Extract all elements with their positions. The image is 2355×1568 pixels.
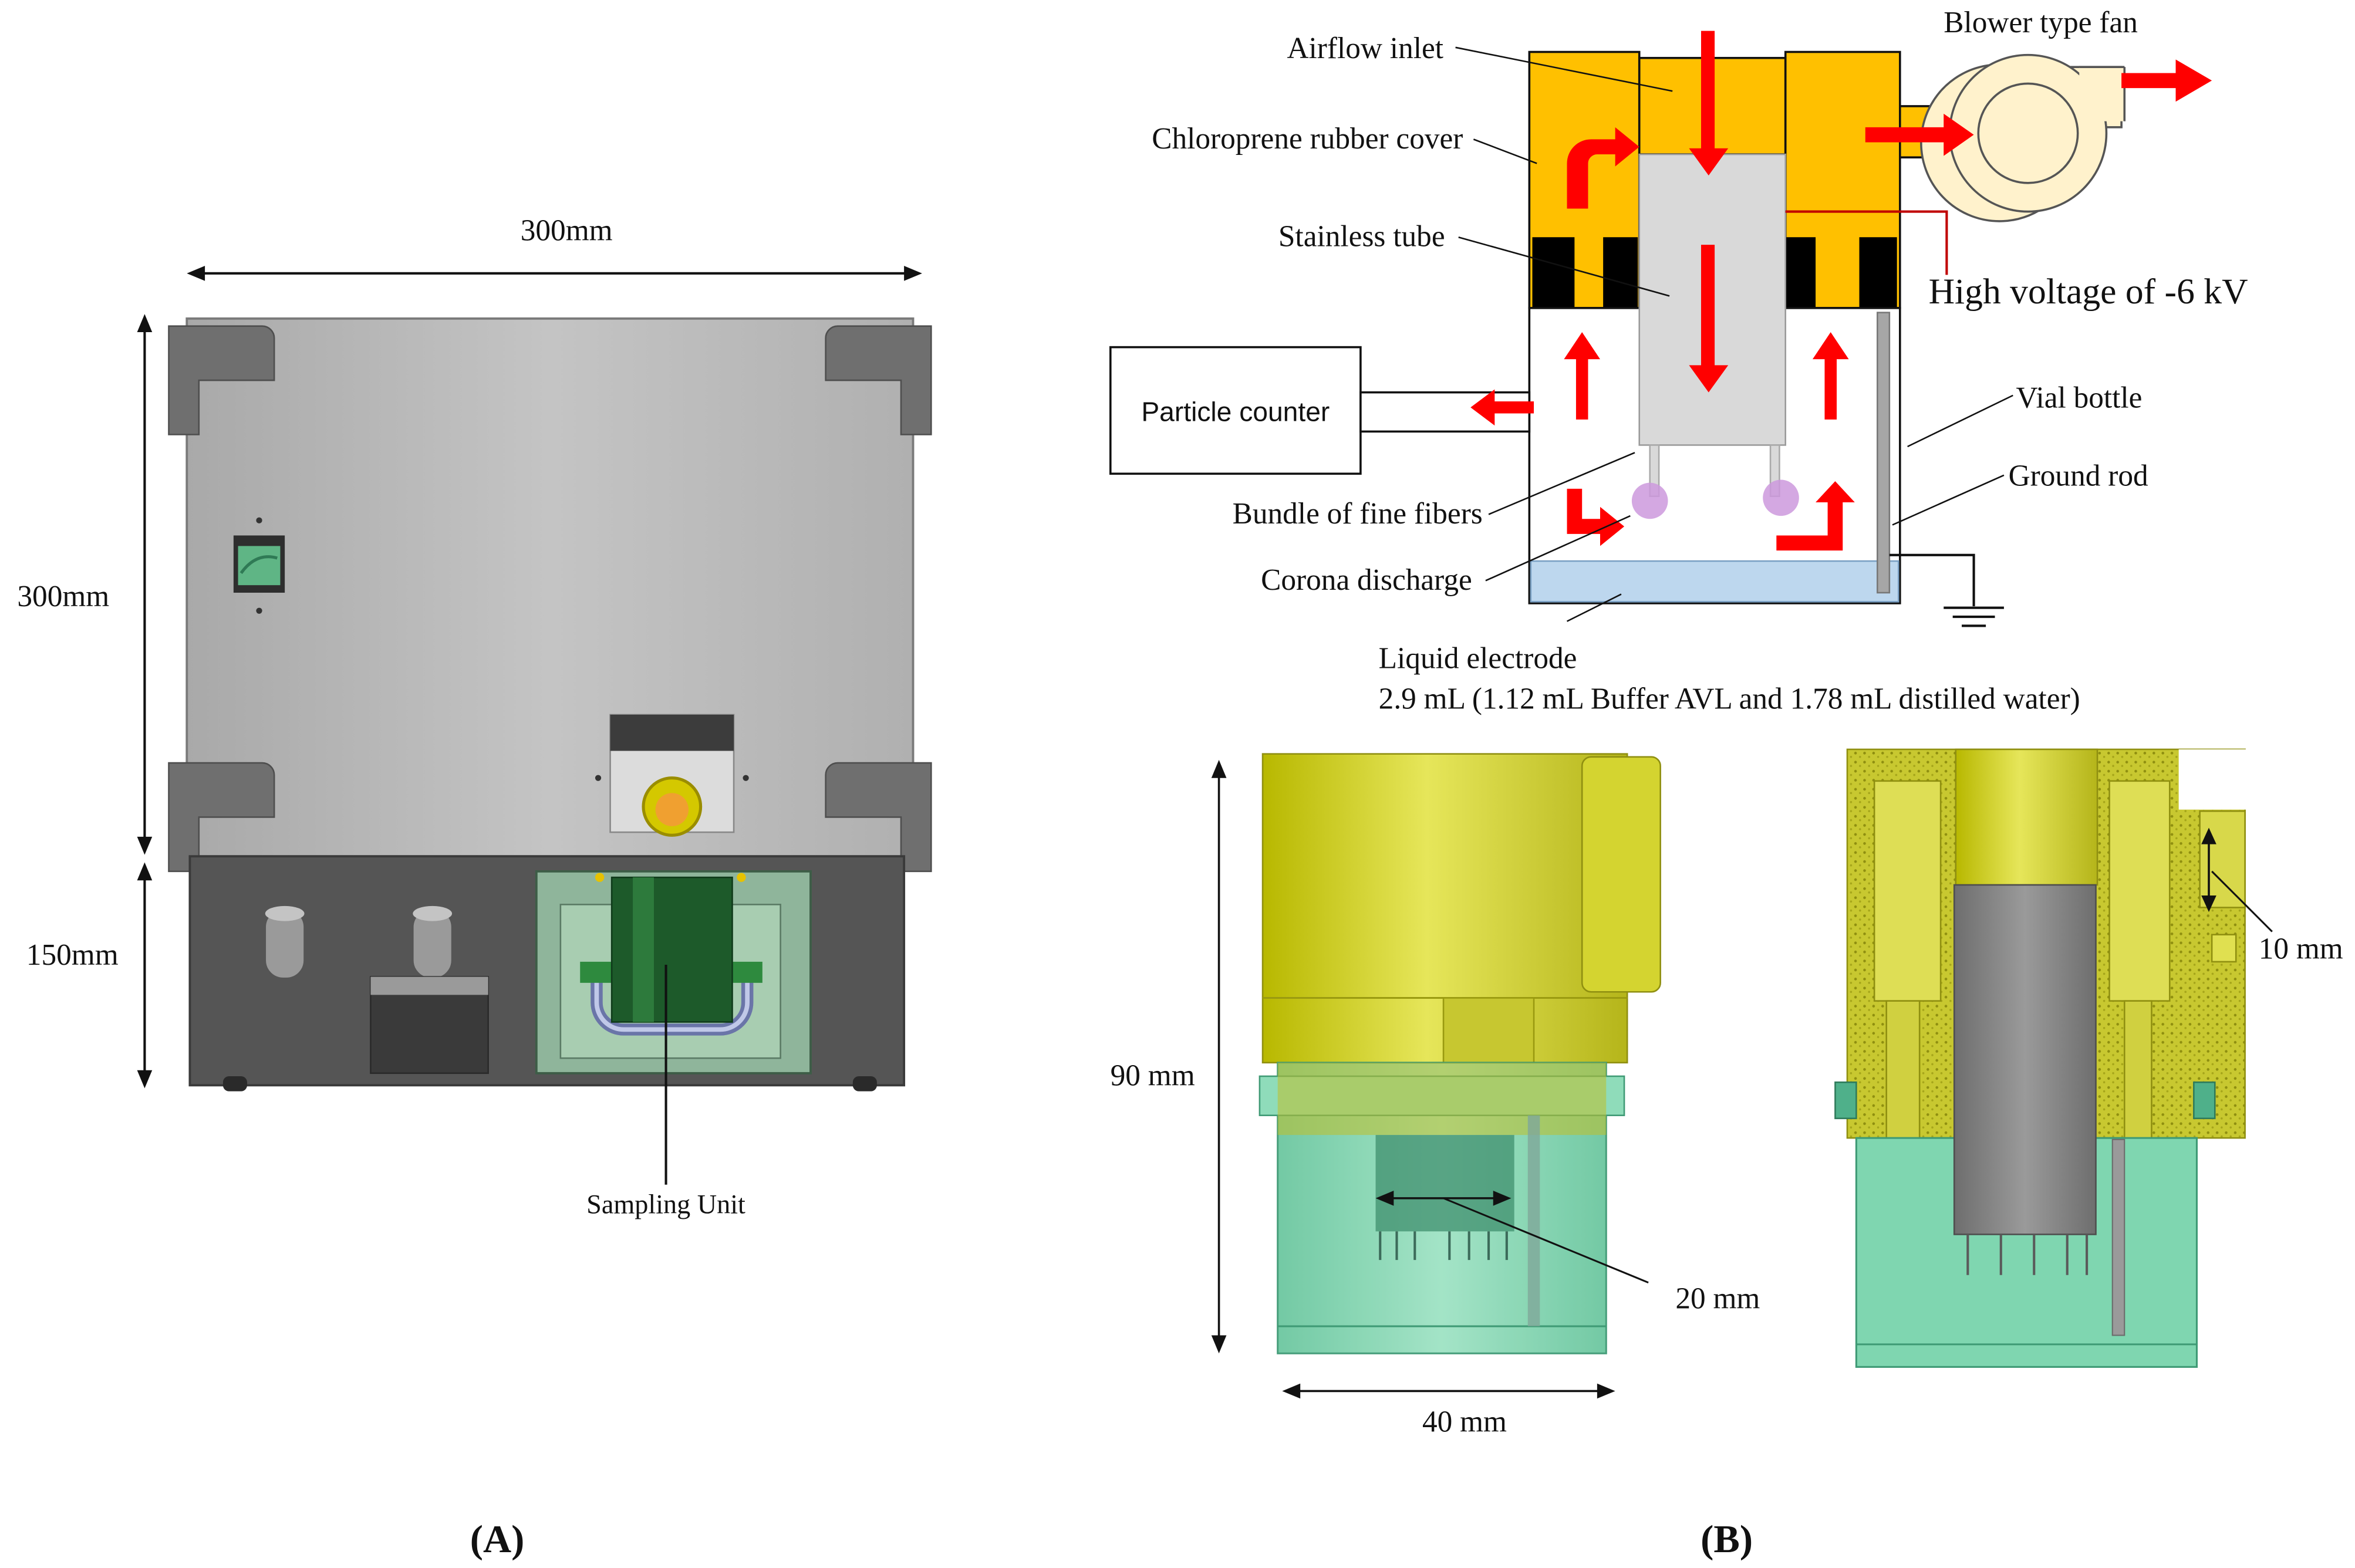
dim-height-bottom-label: 150mm — [26, 938, 119, 972]
label-blower-fan: Blower type fan — [1944, 6, 2138, 39]
dim-height-top-arrow — [137, 314, 153, 855]
dim-height-bottom-arrow — [137, 862, 153, 1089]
exterior-fibers — [1379, 1231, 1508, 1261]
label-liquid-detail: 2.9 mL (1.12 mL Buffer AVL and 1.78 mL d… — [1379, 682, 2080, 716]
arrow-up-right — [1812, 332, 1849, 420]
arrow-tube-down — [1689, 245, 1729, 393]
arrow-bottom-right — [1776, 481, 1855, 551]
inlet-port — [595, 714, 749, 837]
corona-discharge-glow-left — [1631, 482, 1668, 519]
exterior-cap-side-port — [1581, 756, 1661, 993]
dim-10mm-label: 10 mm — [2259, 932, 2343, 966]
dim-40mm-arrow — [1282, 1383, 1615, 1399]
dim-90mm-arrow — [1211, 759, 1227, 1354]
knobs — [264, 905, 453, 979]
dim-width-arrow — [187, 266, 922, 281]
power-switch — [233, 517, 285, 614]
panel-a: 300mm 300mm 150mm — [17, 214, 932, 1561]
dim-20mm-label: 20 mm — [1675, 1282, 1760, 1315]
arrow-inlet-down — [1689, 31, 1729, 175]
label-stainless-tube: Stainless tube — [1278, 220, 1445, 254]
device-lid — [185, 317, 915, 858]
label-bundle-fibers: Bundle of fine fibers — [1233, 497, 1483, 530]
sampling-unit-label: Sampling Unit — [586, 1189, 745, 1219]
flow-arrows — [1470, 31, 2212, 551]
dim-width-label: 300mm — [521, 214, 613, 247]
corner-bumpers — [168, 325, 932, 873]
arrow-up-left — [1564, 332, 1601, 420]
black-electrodes — [1532, 237, 1897, 308]
high-voltage-wire — [1785, 210, 1948, 275]
panel-a-label: (A) — [470, 1518, 525, 1561]
dim-40mm-label: 40 mm — [1422, 1405, 1507, 1439]
label-chloroprene-cover: Chloroprene rubber cover — [1152, 122, 1463, 156]
liquid-electrode — [1530, 560, 1899, 603]
label-high-voltage: High voltage of -6 kV — [1929, 272, 2248, 312]
label-ground-rod: Ground rod — [2009, 459, 2148, 493]
section-fibers — [1966, 1234, 2089, 1275]
corona-discharge-glow-right — [1763, 479, 1799, 516]
arrow-to-counter — [1470, 389, 1534, 426]
exterior-inner-tube — [1375, 1135, 1514, 1232]
particle-counter-box — [1109, 346, 1362, 475]
blower-fan — [1920, 53, 2126, 222]
ground-rod — [1877, 312, 1891, 594]
ground-symbol — [1889, 553, 2004, 627]
arrow-to-fan — [1865, 113, 1974, 156]
dim-90mm-label: 90 mm — [1111, 1059, 1195, 1092]
panel-b-label: (B) — [1701, 1518, 1753, 1561]
label-vial-bottle: Vial bottle — [2016, 381, 2142, 414]
dim-height-top-label: 300mm — [17, 580, 109, 613]
panel-b-model-exterior: 90 mm 20 mm — [1111, 753, 1760, 1439]
section-tube — [1953, 884, 2097, 1235]
panel-b-model-section: 10 mm — [1834, 748, 2343, 1368]
dim-20mm-arrow — [1375, 1191, 1649, 1284]
leader-lines — [1455, 46, 2013, 622]
dim-10mm-arrow — [2201, 827, 2273, 932]
label-liquid-electrode: Liquid electrode — [1379, 641, 1577, 675]
arrow-blower-out — [2121, 59, 2212, 102]
panel-b-schematic: Particle counter — [1109, 6, 2248, 716]
sampling-unit-window — [535, 870, 812, 1074]
label-airflow-inlet: Airflow inlet — [1287, 32, 1443, 65]
label-corona-discharge: Corona discharge — [1261, 563, 1472, 597]
arrow-cover-left — [1567, 127, 1639, 209]
particle-counter-label: Particle counter — [1141, 396, 1330, 427]
arrow-bottom-left — [1567, 488, 1625, 546]
